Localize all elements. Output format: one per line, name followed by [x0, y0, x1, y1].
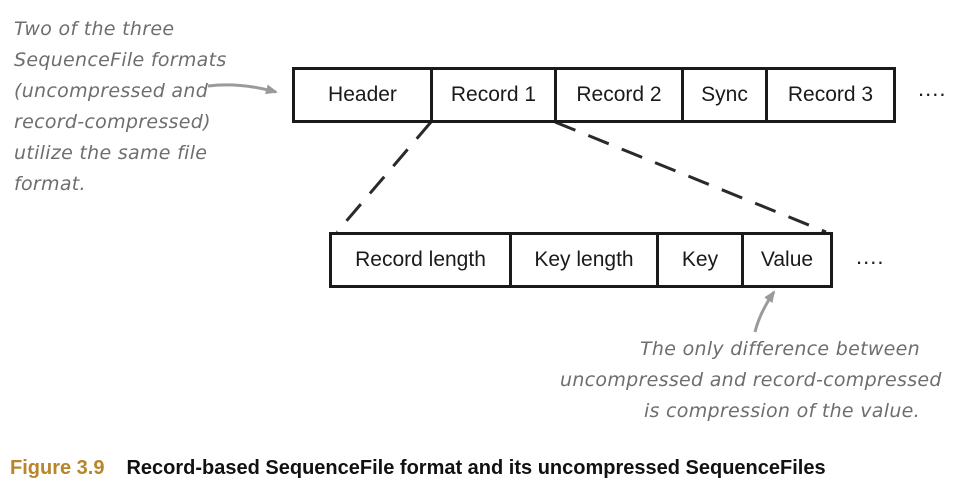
left-annotation-line: format. [14, 173, 86, 195]
file-cell-record-2: Record 2 [557, 70, 684, 120]
record-cell-record-length: Record length [332, 235, 512, 285]
left-annotation-line: record-compressed) [14, 111, 211, 133]
record-cell-value: Value [760, 248, 814, 271]
figure-number: Figure 3.9 [10, 457, 105, 479]
right-annotation-line: The only difference between [640, 338, 920, 360]
left-annotation-line: Two of the three [14, 18, 175, 40]
expand-line-left [335, 121, 433, 233]
file-cell-record-3: Record 3 [787, 83, 874, 106]
record-cell-key-length: Key length [512, 235, 659, 285]
left-annotation: Two of the three SequenceFile formats (u… [14, 14, 227, 200]
record-layout-row: Record length Key length Key Value [329, 232, 833, 288]
file-cell-sync: Sync [684, 70, 768, 120]
left-note-arrow [207, 83, 278, 95]
right-annotation: The only difference between uncompressed… [560, 334, 942, 427]
left-annotation-line: utilize the same file [14, 142, 208, 164]
right-annotation-line: is compression of the value. [643, 400, 920, 422]
expand-line-right [554, 120, 827, 234]
left-annotation-line: (uncompressed and [14, 80, 209, 102]
file-cell-header: Header [295, 70, 433, 120]
record-layout-ellipsis: .... [856, 244, 885, 269]
file-layout-ellipsis: .... [918, 76, 947, 101]
left-annotation-line: SequenceFile formats [14, 49, 227, 71]
record-cell-key: Key [659, 235, 744, 285]
file-cell-record-1: Record 1 [433, 70, 557, 120]
figure-caption-text: Record-based SequenceFile format and its… [126, 457, 826, 479]
right-annotation-line: uncompressed and record-compressed [560, 369, 942, 391]
file-layout-row: Header Record 1 Record 2 Sync Record 3 [292, 67, 896, 123]
figure-caption: Figure 3.9 Record-based SequenceFile form… [10, 457, 826, 480]
right-note-arrow [753, 290, 776, 333]
